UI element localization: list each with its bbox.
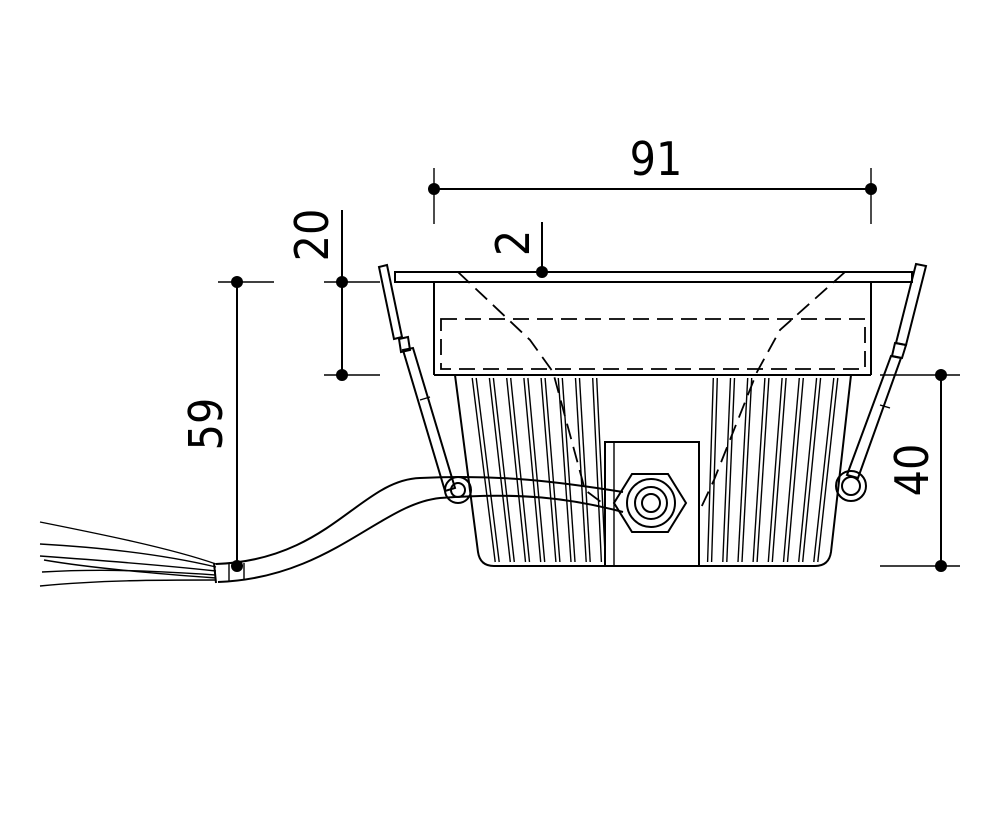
heat-sink-fin-line [786,377,804,563]
right-spring-clip [835,262,928,502]
heat-sink-fin-line [710,377,718,563]
heat-sink-fins [471,377,839,563]
heat-sink-fin-line [557,377,572,563]
heat-sink-fin-line [737,377,749,563]
dimension-flange-label: 2 [486,230,540,256]
heat-sink-fin-line [471,377,496,563]
heat-sink-fin-line [492,377,515,563]
left-spring-clip [377,263,472,504]
heat-sink-fin-line [726,377,736,563]
connector-block [604,441,700,567]
dimension-recess: 20 [285,209,380,381]
heat-sink-fin-line [706,377,714,563]
heat-sink-fin-line [722,377,732,563]
heat-sink-fin-line [752,377,766,563]
front-housing [433,282,872,376]
heat-sink-fin-line [802,377,822,563]
dimension-width: 91 [428,132,877,224]
heat-sink-fin-line [527,377,546,563]
dimension-recess-label: 20 [285,209,339,262]
heat-sink-fin-line [540,377,557,563]
heat-sink-fin-line [523,377,542,563]
heat-sink-fin-line [488,377,511,563]
heat-sink-fin-line [798,377,818,563]
heat-sink-fin-line [544,377,561,563]
heat-sink-fin-line [475,377,500,563]
heat-sink-fin-line [813,377,835,563]
heat-sink-fin-line [561,377,576,563]
power-cable [213,475,624,584]
dimension-body-height: 40 [880,369,960,572]
dimension-overall-height-label: 59 [179,398,233,451]
heat-sink-fin-line [574,377,587,563]
dimension-overall-height: 59 [179,276,274,572]
heat-sink-fin-line [767,377,783,563]
heat-sink-fin-line [592,377,603,563]
heat-sink-fin-line [756,377,770,563]
dimension-flange: 2 [486,222,548,278]
dimension-width-label: 91 [630,132,683,186]
cable-leads [39,521,217,587]
heat-sink-fin-line [578,377,591,563]
heat-sink-fin-line [596,377,607,563]
heat-sink-fin-line [817,377,839,563]
reflector-hidden-lines [457,271,846,511]
heat-sink-fin-line [741,377,753,563]
heat-sink-fin-line [771,377,787,563]
heat-sink-fin-line [506,377,527,563]
heat-sink-fin-line [510,377,531,563]
dimension-body-height-label: 40 [885,444,939,497]
heat-sink-fin-line [782,377,800,563]
